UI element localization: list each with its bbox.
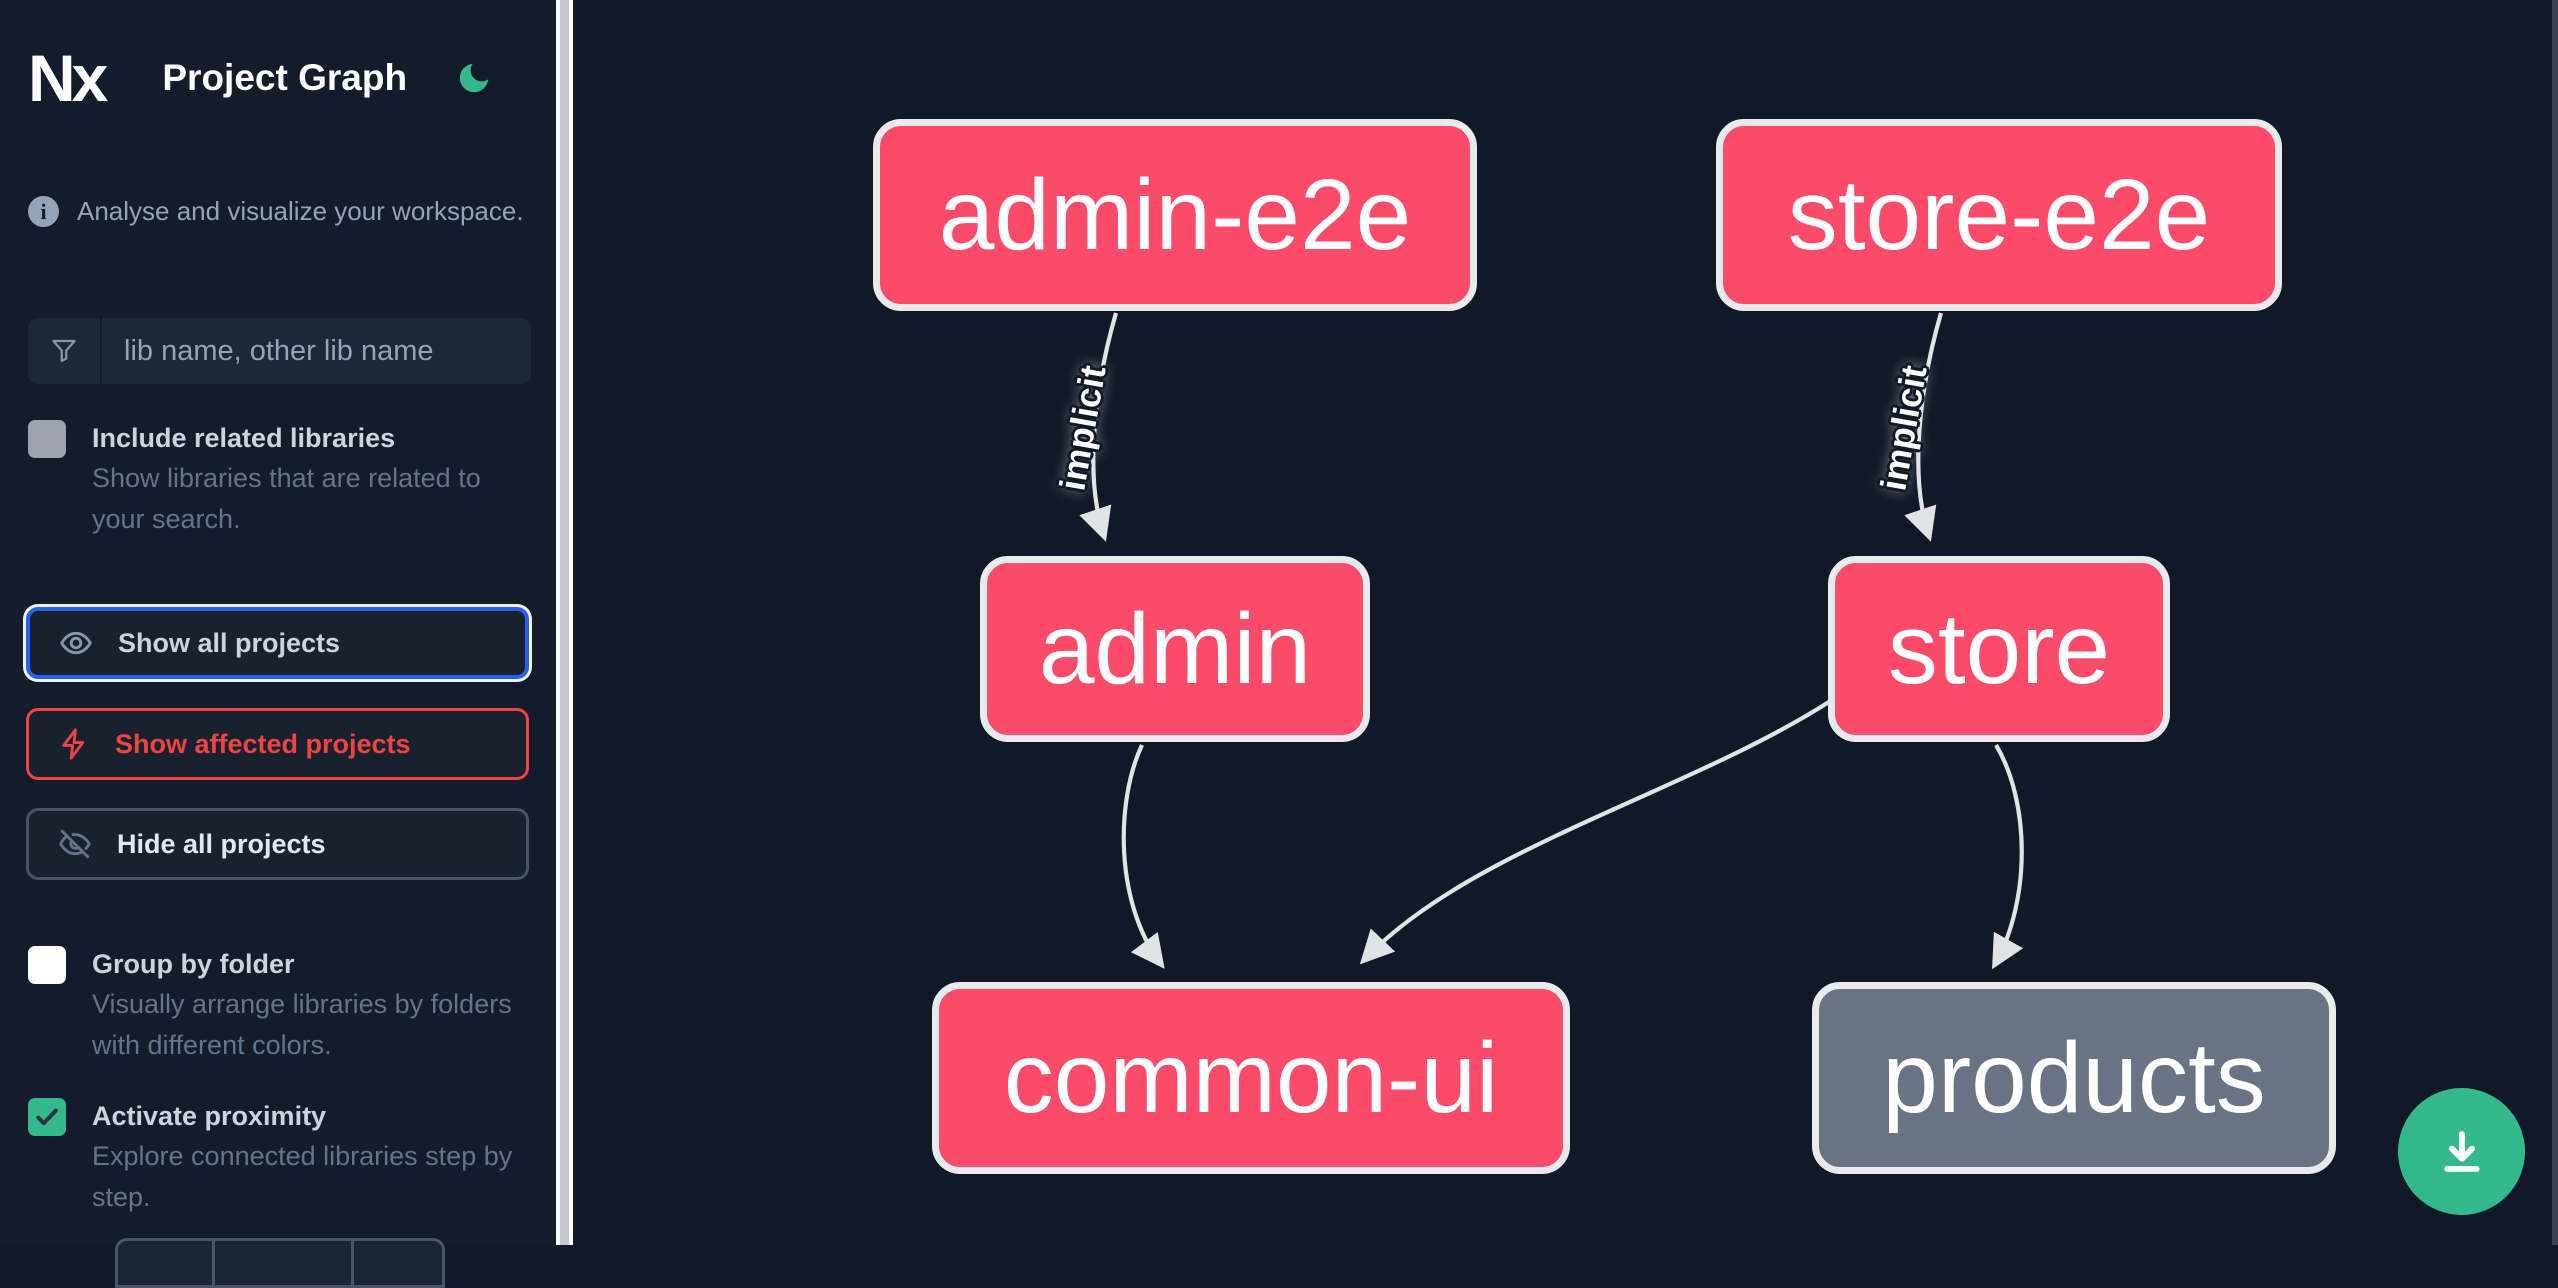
toggle-label: Activate proximity (92, 1101, 327, 1131)
graph-node-label: admin (1038, 593, 1312, 705)
edge-admin-to-common-ui (1121, 744, 1165, 969)
graph-node-admin-e2e[interactable]: admin-e2e (873, 119, 1477, 311)
graph-node-label: store-e2e (1787, 159, 2211, 271)
funnel-icon (28, 318, 102, 384)
page-title: Project Graph (162, 57, 408, 98)
toggle-activate-proximity[interactable]: Activate proximity Explore connected lib… (28, 1096, 532, 1218)
eye-off-icon (57, 826, 93, 862)
info-icon: i (28, 196, 59, 227)
workspace-info: i Analyse and visualize your workspace. (28, 196, 524, 227)
nx-logo: Nx (28, 41, 108, 115)
edge-admin-e2e-to-admin (1079, 312, 1119, 542)
graph-node-label: admin-e2e (938, 159, 1412, 271)
graph-node-store-e2e[interactable]: store-e2e (1716, 119, 2282, 311)
sidebar-resize-handle[interactable] (556, 0, 573, 1245)
toggle-group-by-folder[interactable]: Group by folder Visually arrange librari… (28, 944, 532, 1066)
edge-store-e2e-to-store (1904, 312, 1944, 542)
toggle-label: Group by folder (92, 949, 295, 979)
segment-button[interactable] (212, 1241, 351, 1285)
toggle-description: Explore connected libraries step by step… (92, 1141, 513, 1212)
theme-toggle-button[interactable] (455, 58, 493, 98)
bottom-segmented-control (115, 1238, 445, 1288)
checkbox-group-by-folder[interactable] (28, 946, 66, 984)
app-header: Nx Project Graph (28, 41, 493, 115)
graph-edges (1079, 312, 2024, 970)
graph-node-common-ui[interactable]: common-ui (932, 982, 1570, 1174)
sidebar: Nx Project Graph i Analyse and visualize… (0, 0, 556, 1288)
checkbox-include-related[interactable] (28, 420, 66, 458)
hide-all-projects-button[interactable]: Hide all projects (26, 808, 529, 880)
show-affected-projects-button[interactable]: Show affected projects (26, 708, 529, 780)
graph-node-label: common-ui (1003, 1022, 1499, 1134)
graph-node-admin[interactable]: admin (980, 556, 1370, 742)
button-label: Show all projects (118, 627, 341, 658)
segment-button[interactable] (351, 1241, 442, 1285)
toggle-description: Show libraries that are related to your … (92, 463, 481, 534)
download-icon (2435, 1125, 2489, 1179)
filter-input-group (28, 318, 531, 384)
toggle-description: Visually arrange libraries by folders wi… (92, 989, 512, 1060)
graph-node-label: store (1887, 593, 2111, 705)
checkbox-activate-proximity[interactable] (28, 1098, 66, 1136)
search-input[interactable] (102, 318, 531, 384)
download-image-button[interactable] (2398, 1088, 2525, 1215)
graph-node-label: products (1882, 1022, 2266, 1134)
graph-node-products[interactable]: products (1812, 982, 2336, 1174)
eye-icon (58, 625, 94, 661)
moon-icon (455, 59, 493, 97)
toggle-label: Include related libraries (92, 423, 396, 453)
button-label: Show affected projects (115, 728, 411, 759)
toggle-include-related-libraries[interactable]: Include related libraries Show libraries… (28, 418, 532, 540)
info-text: Analyse and visualize your workspace. (77, 196, 524, 226)
button-label: Hide all projects (117, 828, 326, 859)
graph-node-store[interactable]: store (1828, 556, 2170, 742)
segment-button[interactable] (118, 1241, 212, 1285)
graph-canvas[interactable]: admin-e2e store-e2e admin store common-ui pro… (0, 0, 2558, 1245)
canvas-scrollbar[interactable] (2552, 0, 2558, 1245)
show-all-projects-button[interactable]: Show all projects (26, 607, 529, 679)
edge-store-to-products (1992, 743, 2024, 970)
edge-store-to-common-ui (1359, 698, 1834, 965)
bolt-icon (57, 727, 91, 761)
